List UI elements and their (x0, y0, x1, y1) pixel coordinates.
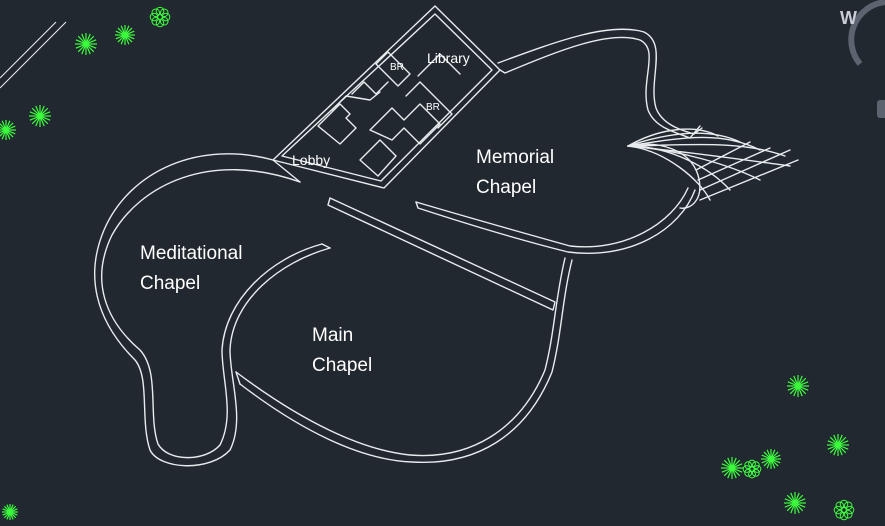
viewcube-west-label[interactable]: W (840, 8, 857, 28)
meditational-chapel-walls (94, 153, 331, 467)
tree-symbol (115, 25, 135, 45)
tree-symbol (827, 434, 849, 456)
main-chapel-walls (235, 197, 573, 464)
tree-symbol (721, 457, 743, 479)
room-label-main-line2: Chapel (312, 355, 372, 376)
memorial-chapel-walls (415, 28, 799, 254)
viewcube-handle[interactable] (877, 100, 885, 118)
room-label-memorial-line2: Chapel (476, 177, 536, 198)
room-label-memorial-line1: Memorial (476, 147, 554, 168)
tree-symbol (761, 449, 781, 469)
tree-symbol (75, 33, 97, 55)
tree-symbol (784, 492, 806, 514)
tree-symbol (29, 105, 51, 127)
tree-symbol (2, 504, 18, 520)
tree-symbol (0, 120, 16, 140)
room-label-br-top: BR (390, 62, 404, 73)
viewcube-widget[interactable]: W (840, 0, 885, 118)
room-label-main-line1: Main (312, 325, 353, 346)
room-label-lobby: Lobby (292, 152, 330, 168)
room-label-meditational-line1: Meditational (140, 243, 242, 264)
site-boundary-lines (0, 21, 67, 89)
room-label-br-bottom: BR (426, 102, 440, 113)
landscape-trees (0, 6, 855, 521)
shrub-symbol (742, 459, 762, 479)
room-label-meditational-line2: Chapel (140, 273, 200, 294)
tree-symbol (787, 375, 809, 397)
shrub-symbol (149, 6, 171, 28)
building-wing (272, 5, 501, 189)
shrub-symbol (833, 499, 855, 521)
room-label-library: Library (427, 50, 470, 66)
